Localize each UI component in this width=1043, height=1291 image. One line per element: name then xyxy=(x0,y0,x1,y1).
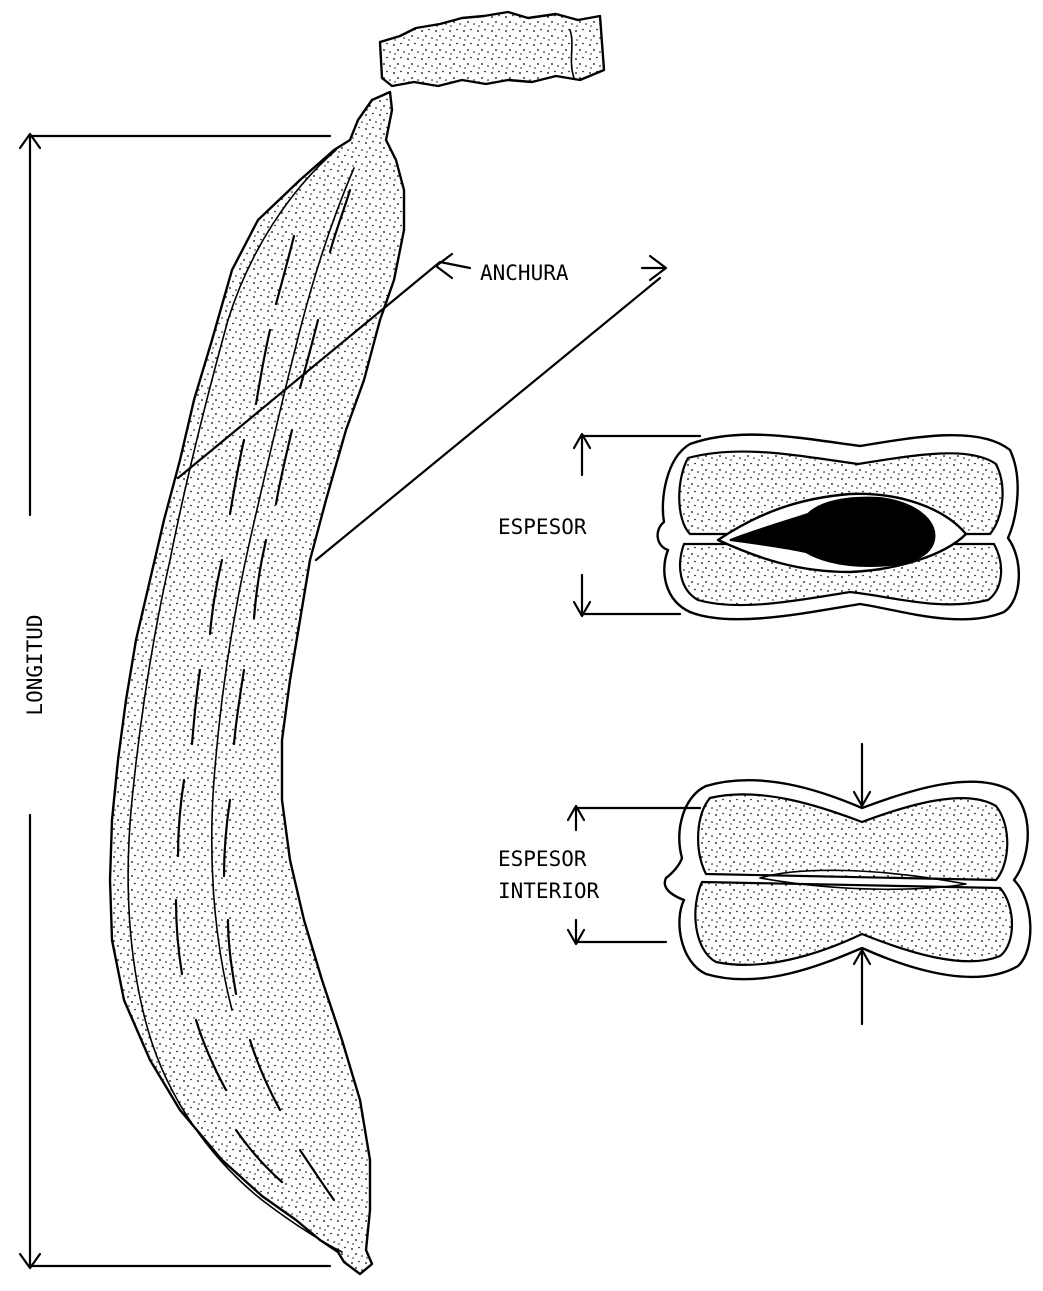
thickness-label: ESPESOR xyxy=(498,515,587,539)
width-left-arrowhead xyxy=(436,254,452,278)
thickness-cross-section: ESPESOR xyxy=(498,434,1019,619)
inner-thickness-label-line2: INTERIOR xyxy=(498,879,600,903)
inner-thickness-cross-section: ESPESOR INTERIOR xyxy=(498,744,1030,1024)
inner-thickness-label-line1: ESPESOR xyxy=(498,847,587,871)
bean-pod xyxy=(110,92,404,1274)
width-label: ANCHURA xyxy=(480,261,569,285)
length-label: LONGITUD xyxy=(23,614,47,715)
pod-stem xyxy=(380,12,604,86)
